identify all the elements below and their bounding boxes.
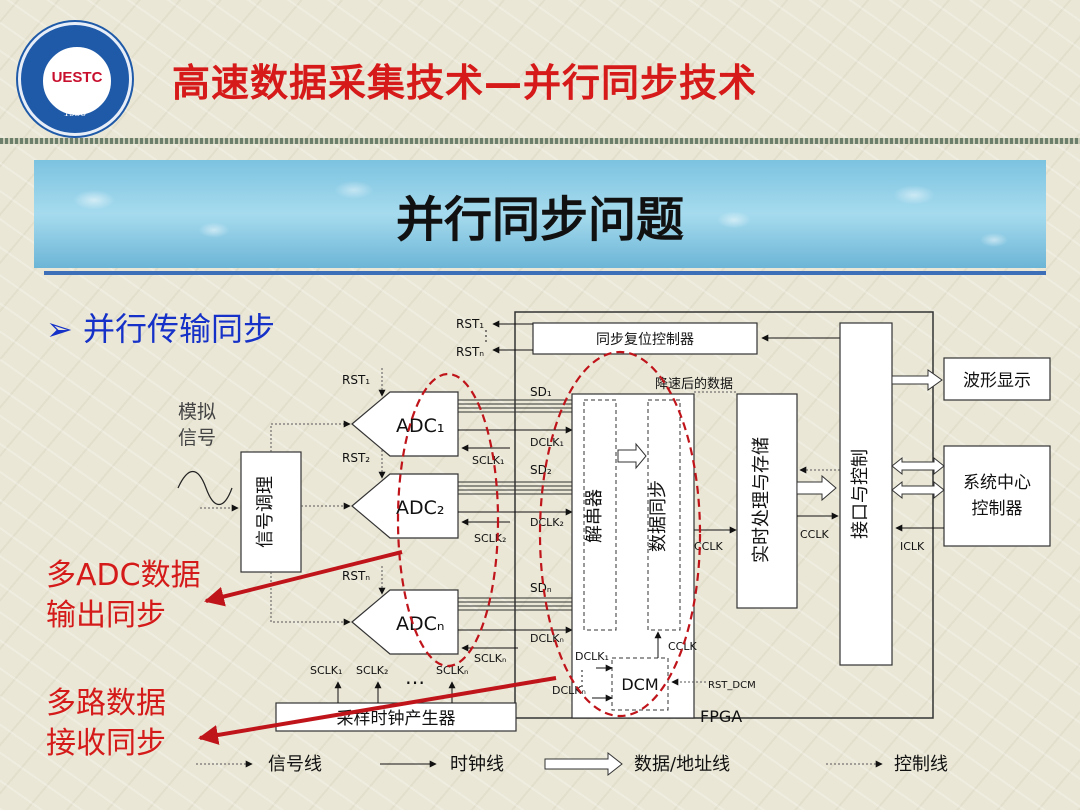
data-sync-block: [647, 399, 681, 631]
dclk1-label: DCLK₁: [530, 436, 564, 449]
adc2-label: ADC₂: [396, 497, 445, 519]
sd2-label: SD₂: [530, 463, 552, 477]
sample-clock-gen-label: 采样时钟产生器: [337, 709, 456, 729]
rstn-label: RSTₙ: [456, 345, 484, 359]
adc-output-sync-ellipse: [396, 372, 500, 668]
cond-to-adc1: [270, 420, 351, 452]
interface-block: [839, 322, 893, 666]
bullet-heading: ➢ 并行传输同步: [46, 304, 275, 350]
university-logo: UESTC 1956: [18, 22, 132, 136]
legend-clock-label: 时钟线: [450, 754, 504, 775]
header-divider: [0, 138, 1080, 144]
deserializer-block: [583, 399, 617, 631]
callout-arrow-adc: [204, 550, 403, 607]
adc1-block: [351, 391, 459, 457]
sclkn-label: SCLKₙ: [474, 652, 506, 665]
legend-signal-label: 信号线: [268, 754, 322, 775]
sys-center-box: [943, 445, 1051, 547]
sd1-label: SD₁: [530, 385, 552, 399]
dclkn-label: DCLKₙ: [530, 632, 564, 645]
sd1-bus: [458, 399, 572, 413]
bullet-text: 并行传输同步: [82, 310, 275, 348]
slide-title: 高速数据采集技术—并行同步技术: [172, 61, 758, 105]
dclk2-label: DCLK₂: [530, 516, 564, 529]
sync-reset-controller: [532, 322, 758, 355]
callout-adc-sync-line1: 多ADC数据: [46, 558, 201, 593]
waveform-box: [943, 357, 1051, 401]
adcn-label: ADCₙ: [396, 613, 444, 635]
dcm-cclk-label: CCLK: [668, 640, 697, 653]
cclk2-label: CCLK: [694, 540, 723, 553]
gen-sclk2-label: SCLK₂: [356, 664, 388, 677]
legend-data-label: 数据/地址线: [634, 754, 730, 775]
rst1-label: RST₁: [456, 317, 484, 331]
gen-dots: …: [405, 665, 425, 689]
adc-rst1-label: RST₁: [342, 373, 370, 387]
analog-label-2: 信号: [178, 427, 216, 449]
rst-dcm-label: RST_DCM: [708, 680, 756, 691]
callout-adc-sync: 多ADC数据 输出同步: [46, 556, 201, 636]
sdn-label: SDₙ: [530, 581, 552, 595]
section-banner: 并行同步问题: [34, 160, 1046, 268]
dcm-block: [611, 657, 669, 711]
sdn-bus: [458, 597, 572, 611]
banner-title: 并行同步问题: [395, 192, 684, 248]
rt-process-label: 实时处理与存储: [751, 437, 772, 563]
callout-rx-sync-line1: 多路数据: [46, 686, 166, 721]
logo-emblem: UESTC: [41, 45, 113, 117]
signal-conditioner: [240, 451, 302, 573]
adcn-block: [351, 589, 459, 655]
logo-text: UESTC: [51, 69, 103, 86]
dcm-label: DCM: [621, 675, 658, 694]
bidir-bus-1: [891, 456, 945, 476]
sclk2-label: SCLK₂: [474, 532, 506, 545]
adc2-block: [351, 473, 459, 539]
dcm-dclk1-label: DCLK₁: [575, 650, 609, 663]
arrow-bullet-icon: ➢: [46, 310, 73, 348]
sd2-bus: [458, 481, 572, 495]
callout-arrow-rx: [198, 676, 557, 745]
data-sync-label: 数据同步: [648, 480, 669, 552]
signal-conditioner-label: 信号调理: [255, 476, 276, 548]
callout-rx-sync-line2: 接收同步: [46, 726, 166, 761]
callout-adc-sync-line2: 输出同步: [46, 598, 166, 633]
dcm-dclkn-label: DCLKₙ: [552, 684, 586, 697]
sine-wave-icon: [177, 470, 233, 506]
legend-data-arrow: [544, 751, 623, 777]
waveform-label: 波形显示: [963, 371, 1031, 391]
rx-sync-ellipse: [538, 350, 702, 718]
cclk3-label: CCLK: [800, 528, 829, 541]
deserializer-label: 解串器: [584, 489, 605, 543]
rt-to-interface-arrow: [796, 474, 837, 502]
iclk-label: ICLK: [900, 540, 925, 553]
adc-rstn-label: RSTₙ: [342, 569, 370, 583]
sync-reset-label: 同步复位控制器: [596, 331, 694, 348]
interface-label: 接口与控制: [850, 449, 871, 539]
sys-center-label-1: 系统中心: [963, 473, 1031, 493]
sclk1-label: SCLK₁: [472, 454, 504, 467]
fpga-label: FPGA: [700, 707, 742, 726]
adc-rst2-label: RST₂: [342, 451, 370, 465]
callout-rx-sync: 多路数据 接收同步: [46, 684, 166, 764]
analog-label-1: 模拟: [178, 401, 216, 423]
deser-to-sync-arrow: [617, 442, 647, 470]
cond-to-adcn: [270, 572, 351, 626]
adc1-label: ADC₁: [396, 415, 445, 437]
gen-sclk1-label: SCLK₁: [310, 664, 342, 677]
rt-process-block: [736, 393, 798, 609]
legend-control-label: 控制线: [894, 754, 948, 775]
banner-underline: [44, 271, 1046, 275]
bidir-bus-2: [891, 480, 945, 500]
gen-sclkn-label: SCLKₙ: [436, 664, 468, 677]
interface-to-waveform-arrow: [891, 369, 943, 391]
reduced-data-label: 降速后的数据: [655, 376, 733, 392]
sys-center-label-2: 控制器: [972, 499, 1023, 519]
logo-year: 1956: [64, 107, 86, 119]
fpga-box: [514, 311, 934, 719]
